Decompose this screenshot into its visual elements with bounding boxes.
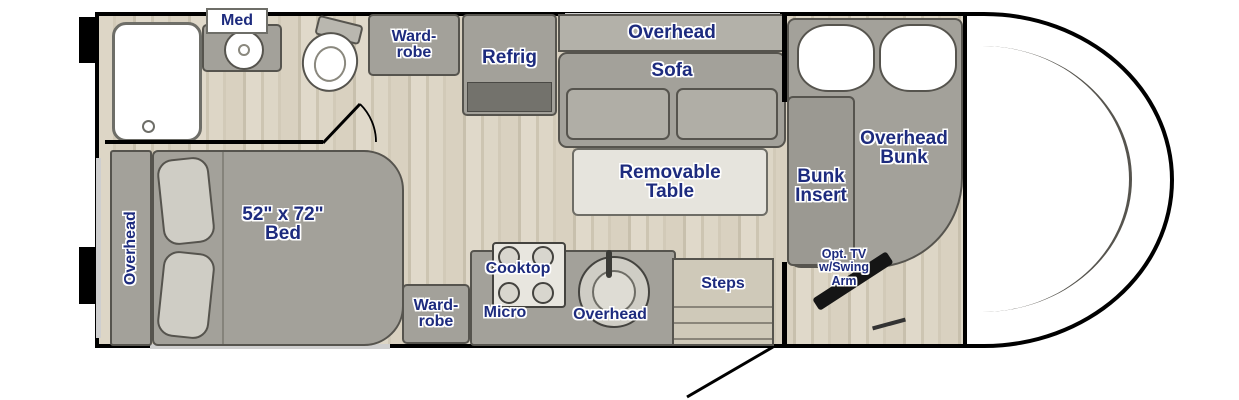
- step-line: [674, 338, 772, 340]
- bathroom-wall: [105, 140, 323, 144]
- wardrobe-top: [368, 14, 460, 76]
- step-line: [674, 322, 772, 324]
- bunk-insert-panel: [787, 96, 855, 266]
- bed-pillow: [155, 155, 217, 247]
- removable-table: [572, 148, 768, 216]
- cooktop-burner-icon: [532, 246, 554, 268]
- cooktop-burner-icon: [498, 282, 520, 304]
- refrigerator-vent: [467, 82, 552, 112]
- med-cabinet: [206, 8, 268, 34]
- faucet-icon: [606, 250, 612, 278]
- overhead-cabinet-bed: [110, 150, 152, 346]
- bed-blanket-line: [222, 152, 224, 344]
- rear-bumper-tab: [79, 247, 97, 304]
- sofa-cushion: [676, 88, 778, 140]
- cab-wall-bottom: [782, 262, 787, 348]
- overhead-cabinet-top: [558, 14, 786, 52]
- wardrobe-bottom: [402, 284, 470, 344]
- sofa-cushion: [566, 88, 670, 140]
- cab-wall-top: [782, 14, 787, 102]
- step-line: [674, 306, 772, 308]
- shower-drain-icon: [142, 120, 155, 133]
- entry-door-leaf: [686, 345, 774, 399]
- bath-sink-drain-icon: [238, 44, 250, 56]
- cooktop-burner-icon: [498, 246, 520, 268]
- cab-seat-icon: [879, 24, 957, 92]
- window-strip: [150, 344, 390, 349]
- kitchen-sink-basin-icon: [592, 270, 636, 314]
- window-strip: [96, 158, 101, 338]
- windshield-line: [960, 46, 1132, 312]
- shower: [112, 22, 202, 142]
- rear-bumper-tab: [79, 17, 97, 63]
- steps: [672, 258, 774, 346]
- bed-pillow: [155, 249, 217, 341]
- cooktop-burner-icon: [532, 282, 554, 304]
- cab-seat-icon: [797, 24, 875, 92]
